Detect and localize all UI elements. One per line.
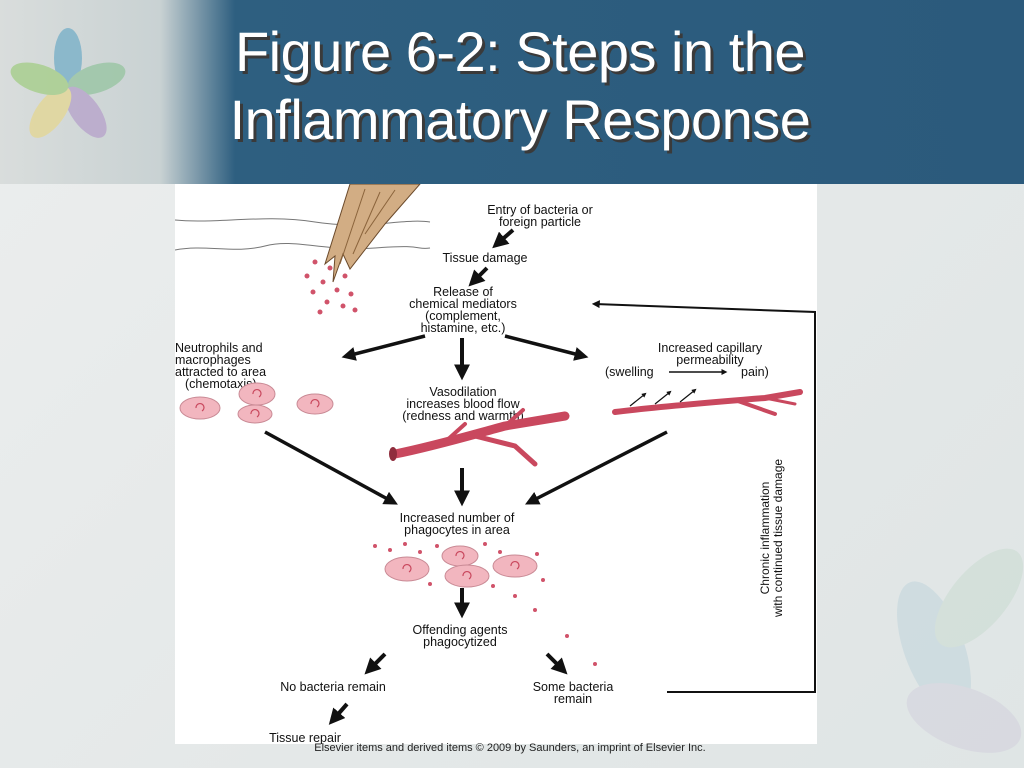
arrow	[468, 266, 489, 287]
label-offending-line-2: phagocytized	[423, 635, 497, 649]
label-capillary-line-3b: pain)	[741, 365, 769, 379]
label-vasodilation-line-3: (redness and warmth)	[402, 409, 524, 423]
skin-line	[175, 218, 431, 226]
label-vasodilation-line-2: increases blood flow	[406, 397, 520, 411]
arrow	[504, 334, 589, 361]
phagocyte-cluster	[384, 545, 538, 588]
label-capillary-line-1: Increased capillary	[658, 341, 763, 355]
label-capillary-line-2: permeability	[676, 353, 744, 367]
label-neutrophils-line-2: macrophages	[175, 353, 251, 367]
label-release-line-2: chemical mediators	[409, 297, 517, 311]
dilated-vessel-icon	[390, 408, 570, 467]
label-tissue-damage: Tissue damage	[443, 251, 528, 265]
title-line-1: Figure 6-2: Steps in the	[234, 20, 806, 83]
copyright-caption: Elsevier items and derived items © 2009 …	[0, 742, 1024, 754]
capillary-vessel-icon	[612, 389, 803, 416]
slide-title: Figure 6-2: Steps in the Inflammatory Re…	[190, 18, 1010, 154]
label-chronic-line-2: with continued tissue damage	[771, 459, 785, 618]
arrow	[492, 228, 515, 249]
title-bar: Figure 6-2: Steps in the Inflammatory Re…	[0, 0, 1024, 184]
label-offending-line-1: Offending agents	[413, 623, 508, 637]
arrow	[364, 652, 387, 675]
inflammatory-response-diagram: Entry of bacteria or foreign particle Ti…	[175, 184, 817, 744]
label-vasodilation-line-1: Vasodilation	[429, 385, 496, 399]
label-neutrophils-line-4: (chemotaxis)	[185, 377, 257, 391]
caption-text: Elsevier items and derived items © 2009 …	[314, 742, 706, 754]
label-capillary-line-3a: (swelling	[605, 365, 654, 379]
bacteria-dots	[373, 542, 597, 666]
flower-logo-icon	[10, 28, 126, 138]
chronic-feedback-loop	[591, 300, 816, 693]
phagocyte-cells	[179, 382, 334, 424]
splinter-icon	[324, 184, 421, 283]
arrow	[545, 652, 568, 675]
bacteria-dots	[304, 259, 358, 315]
label-phagocytes-line-2: phagocytes in area	[404, 523, 510, 537]
label-tissue-repair: Tissue repair	[269, 731, 341, 744]
label-no-bacteria: No bacteria remain	[280, 680, 386, 694]
label-some-bacteria-line-2: remain	[554, 692, 592, 706]
label-neutrophils-line-3: attracted to area	[175, 365, 266, 379]
label-release-line-3: (complement,	[425, 309, 501, 323]
arrow	[525, 430, 668, 505]
label-release-line-4: histamine, etc.)	[421, 321, 506, 335]
arrow	[264, 430, 398, 505]
label-release-line-1: Release of	[433, 285, 493, 299]
skin-line	[175, 243, 431, 251]
arrow	[341, 334, 426, 361]
label-phagocytes-line-1: Increased number of	[400, 511, 515, 525]
arrow	[328, 702, 349, 725]
label-some-bacteria-line-1: Some bacteria	[533, 680, 614, 694]
title-line-2: Inflammatory Response	[229, 88, 811, 151]
label-chronic-line-1: Chronic inflammation	[758, 482, 772, 595]
label-entry-line-2: foreign particle	[499, 215, 581, 229]
background-petal-decoration	[897, 548, 1024, 753]
label-neutrophils-line-1: Neutrophils and	[175, 341, 263, 355]
label-entry-line-1: Entry of bacteria or	[487, 203, 593, 217]
